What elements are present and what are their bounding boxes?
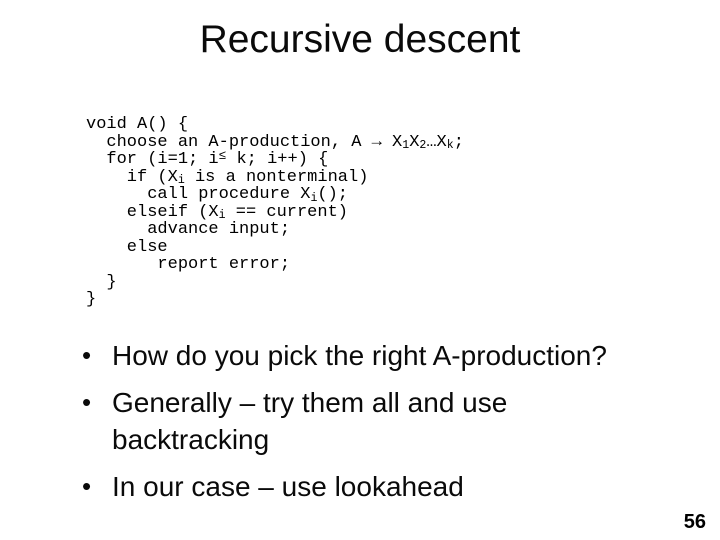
bullet-text: Generally – try them all and use backtrac… [112, 384, 507, 458]
bullet-text: How do you pick the right A-production? [112, 337, 607, 374]
bullet-text-line: backtracking [112, 424, 270, 455]
code-block: void A() { choose an A-production, A → X… [86, 116, 464, 309]
code-line: elseif (Xi == current) [86, 202, 348, 223]
subscript: i [218, 209, 226, 223]
bullet-marker: • [82, 471, 92, 501]
page-title: Recursive descent [199, 18, 521, 61]
code-line: call procedure Xi(); [86, 185, 348, 205]
code-line: advance input; [86, 220, 291, 239]
code-line: for (i=1; i≤ k; i++) { [86, 148, 329, 169]
bullet-text-line: Generally – try them all and use [112, 387, 508, 418]
subscript: k [446, 139, 454, 153]
bullet-item: • How do you pick the right A-production? [80, 337, 680, 374]
subscript: i [310, 191, 318, 205]
code-line: choose an A-production, A → X1X2…Xk; [86, 132, 464, 153]
code-line: if (Xi is a nonterminal) [86, 167, 369, 188]
bullet-marker: • [82, 387, 92, 417]
code-line: report error; [86, 255, 291, 274]
code-line: } [86, 272, 117, 292]
subscript: 2 [419, 139, 427, 153]
bullet-item: • In our case – use lookahead [80, 468, 680, 505]
bullet-text-line: In our case – use lookahead [112, 471, 464, 502]
bullet-marker: • [82, 340, 92, 370]
bullet-item: • Generally – try them all and use backtra… [80, 384, 680, 458]
code-line: else [86, 237, 168, 257]
subscript: 1 [402, 139, 410, 153]
page-number: 56 [683, 511, 706, 533]
bullet-text: In our case – use lookahead [112, 468, 464, 505]
bullet-list: • How do you pick the right A-production?… [80, 337, 680, 515]
code-line: } [86, 290, 97, 309]
raised-symbol: ≤ [218, 148, 227, 164]
code-line: void A() { [86, 115, 189, 134]
subscript: i [177, 174, 185, 188]
bullet-text-line: How do you pick the right A-production? [112, 340, 607, 371]
